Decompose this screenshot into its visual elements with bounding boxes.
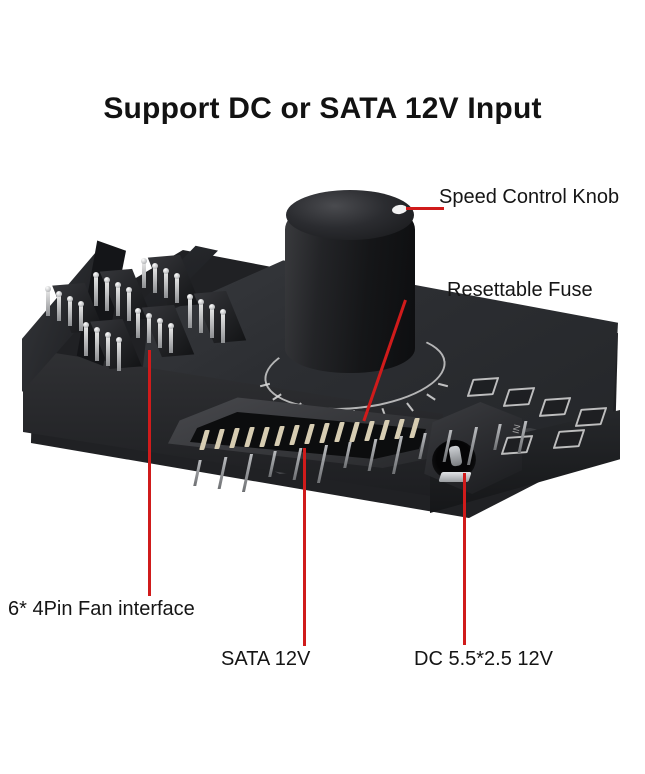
sata-pin [334, 422, 345, 443]
fan-header-pin [209, 304, 215, 338]
sata-pin [229, 428, 240, 449]
callout-label-resettable-fuse: Resettable Fuse [447, 279, 593, 301]
fan-header-pin [157, 318, 163, 348]
fan-header-pin [67, 296, 73, 326]
callout-label-speed-control-knob: Speed Control Knob [439, 186, 620, 208]
sata-pin [349, 421, 360, 442]
callout-label-fan-interface: 6* 4Pin Fan interface [8, 598, 195, 620]
fan-header-pin [115, 282, 121, 316]
pointer-line-fan-interface [148, 350, 151, 596]
fan-header-pin [83, 322, 89, 356]
callout-label-sata-power: SATA 12V [221, 648, 311, 670]
fan-header-pin [163, 268, 169, 298]
sata-connector-pins [196, 413, 428, 459]
sata-pin [304, 424, 315, 445]
sata-pin [364, 420, 375, 441]
fan-header-pin [168, 323, 174, 353]
callout-label-dc-power: DC 5.5*2.5 12V [414, 648, 553, 670]
sata-pin [259, 426, 270, 447]
fan-header-pin [94, 327, 100, 361]
sata-pin [289, 424, 300, 445]
sata-pin [244, 427, 255, 448]
fan-header-pin [93, 272, 99, 306]
fan-header-pin [187, 294, 193, 328]
sata-pin [274, 425, 285, 446]
page-title: Support DC or SATA 12V Input [103, 92, 542, 125]
fan-header-pin [56, 291, 62, 321]
sata-pin [409, 418, 420, 439]
dc-barrel-jack-solder-tab [438, 472, 472, 482]
fan-header-pin [104, 277, 110, 311]
fan-header-pin [45, 286, 51, 316]
pointer-line-sata-power [303, 448, 306, 646]
speed-knob-top[interactable] [286, 190, 414, 240]
sata-pin [214, 429, 225, 450]
sata-pin [319, 423, 330, 444]
fan-header-pin [198, 299, 204, 333]
fan-header-pin [152, 263, 158, 293]
pointer-line-speed-control-knob [406, 207, 444, 210]
fan-header-pin [126, 287, 132, 321]
fan-header-pin [174, 273, 180, 303]
fan-hub-controller-photo: IN [0, 190, 645, 558]
fan-header-pin [141, 258, 147, 288]
pointer-line-dc-power [463, 473, 466, 645]
fan-header-pin [146, 313, 152, 343]
fan-header-pin [135, 308, 141, 338]
sata-pin [379, 419, 390, 440]
fan-header-pin [116, 337, 122, 371]
fan-header-pin [78, 301, 84, 331]
fan-header-pin [105, 332, 111, 366]
fan-header-pin [220, 309, 226, 343]
sata-pin [199, 430, 210, 450]
